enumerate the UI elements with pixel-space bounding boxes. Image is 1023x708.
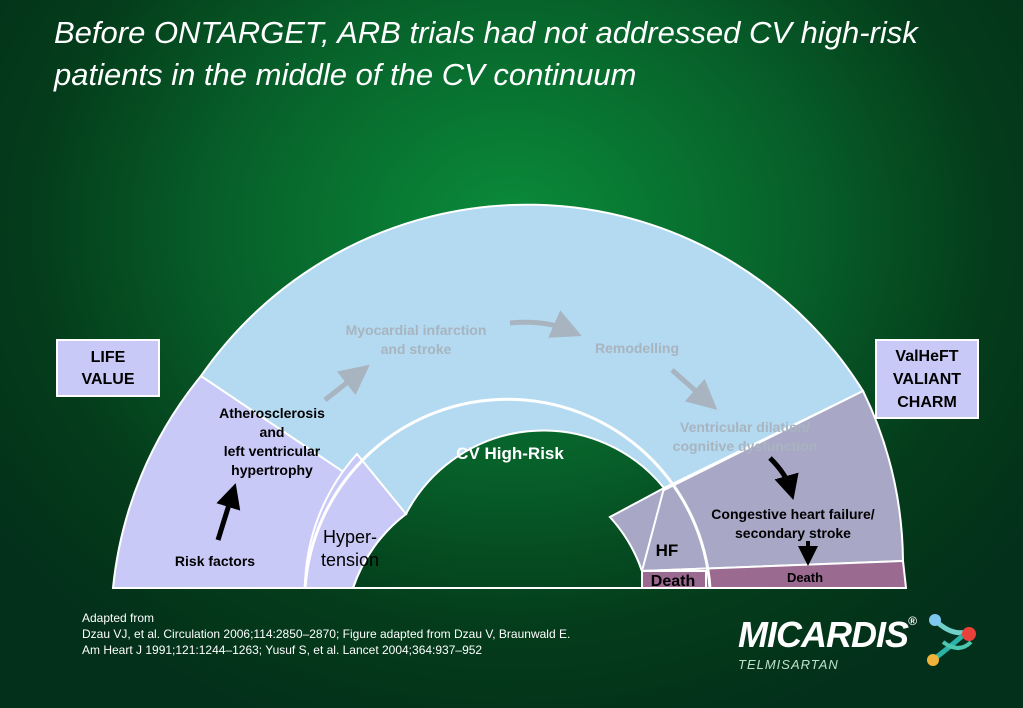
arrow-vent-to-chf	[768, 456, 799, 501]
label-death-inner: Death	[651, 573, 695, 590]
arrow-remodelling-to-vent	[670, 368, 718, 410]
reference-line1: Adapted from	[82, 611, 155, 625]
brand-name-text: MICARDIS	[738, 614, 909, 655]
label-risk-factors: Risk factors	[175, 553, 255, 569]
label-mi-1: Myocardial infarction	[346, 322, 487, 338]
label-remodelling: Remodelling	[595, 340, 679, 356]
hf-trials-box: ValHeFT VALIANT CHARM	[875, 339, 979, 419]
label-chf-2: secondary stroke	[735, 525, 851, 541]
slide-title: Before ONTARGET, ARB trials had not addr…	[54, 15, 918, 92]
hf-trials-line1: ValHeFT	[895, 348, 959, 365]
arrow-mi-to-remodelling	[509, 310, 582, 338]
label-death-outer: Death	[787, 570, 823, 585]
reference-line2: Dzau VJ, et al. Circulation 2006;114:285…	[82, 627, 571, 641]
life-value-box: LIFE VALUE	[56, 339, 160, 397]
inner-arc-line	[303, 397, 712, 589]
label-chf-1: Congestive heart failure/	[711, 506, 874, 522]
brand-reg-mark: ®	[908, 614, 917, 628]
arrow-risk-to-athero	[215, 483, 241, 541]
label-athero-2: and	[260, 424, 285, 440]
label-hyper-1: Hyper-	[323, 527, 377, 547]
label-hf: HF	[656, 541, 679, 560]
brand-logo: MICARDIS® TELMISARTAN	[738, 612, 988, 674]
life-value-line2: VALUE	[81, 371, 135, 388]
brand-subtitle: TELMISARTAN	[738, 657, 839, 672]
reference-text: Adapted from Dzau VJ, et al. Circulation…	[82, 610, 570, 658]
inner-hypertension	[303, 452, 408, 589]
segment-cv-high-risk	[199, 203, 865, 516]
hf-trials-line3: CHARM	[897, 394, 957, 411]
label-athero-4: hypertrophy	[231, 462, 313, 478]
reference-line3: Am Heart J 1991;121:1244–1263; Yusuf S, …	[82, 643, 483, 657]
arrow-athero-to-mi	[323, 364, 370, 402]
label-hyper-2: tension	[321, 550, 379, 570]
label-cv-high-risk: CV High-Risk	[456, 444, 564, 463]
brand-name: MICARDIS®	[738, 614, 917, 656]
label-vent-1: Ventricular dilation/	[680, 419, 810, 435]
label-mi-2: and stroke	[381, 341, 452, 357]
label-vent-2: cognitive dysfunction	[673, 438, 818, 454]
molecule-logo-icon	[927, 614, 976, 666]
life-value-line1: LIFE	[90, 349, 126, 366]
hf-trials-line2: VALIANT	[892, 371, 962, 388]
label-athero-1: Atherosclerosis	[219, 405, 325, 421]
label-athero-3: left ventricular	[224, 443, 321, 459]
